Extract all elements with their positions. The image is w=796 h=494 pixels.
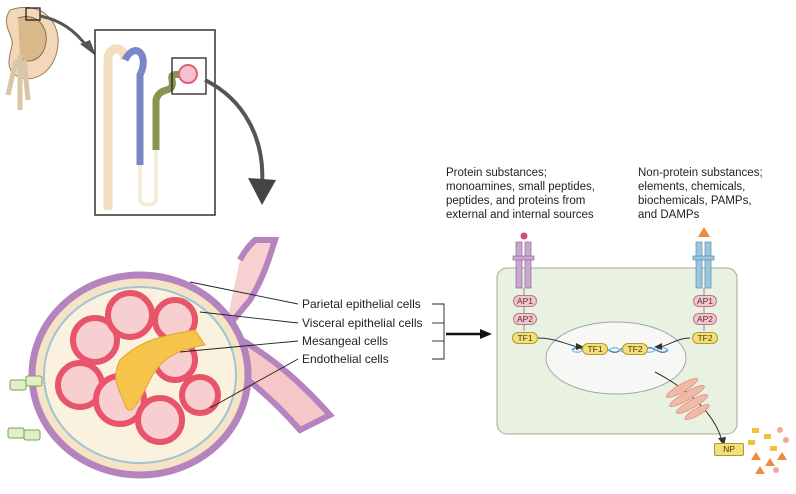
label-mesangeal-cells: Mesangeal cells — [302, 334, 389, 348]
protein-receptor — [512, 232, 535, 289]
golgi-apparatus — [665, 378, 710, 420]
label-endothelial-cells: Endothelial cells — [302, 352, 389, 366]
secreted-particles — [748, 427, 789, 474]
protein-substances-text: Protein substances; monoamines, small pe… — [446, 167, 595, 221]
ap2-right: AP2 — [693, 313, 717, 325]
label-parietal-epithelial-cells: Parietal epithelial cells — [302, 297, 421, 311]
tf2-right: TF2 — [692, 332, 718, 344]
nucleus — [545, 321, 687, 395]
non-protein-receptor — [692, 227, 715, 289]
ap2-left: AP2 — [513, 313, 537, 325]
label-leaders — [179, 281, 445, 409]
tf2-nucleus: TF2 — [622, 343, 648, 355]
tf1-nucleus: TF1 — [582, 343, 608, 355]
tf1-left: TF1 — [512, 332, 538, 344]
kidney-icon — [5, 6, 59, 110]
glomerulus-illustration — [7, 237, 335, 479]
ap1-right: AP1 — [693, 295, 717, 307]
non-protein-substances-text: Non-protein substances; elements, chemic… — [638, 167, 763, 221]
ap1-left: AP1 — [513, 295, 537, 307]
label-visceral-epithelial-cells: Visceral epithelial cells — [302, 316, 423, 330]
nephron-illustration — [103, 44, 207, 210]
zoom-arrow-2 — [204, 78, 265, 186]
np-label: NP — [714, 443, 744, 456]
